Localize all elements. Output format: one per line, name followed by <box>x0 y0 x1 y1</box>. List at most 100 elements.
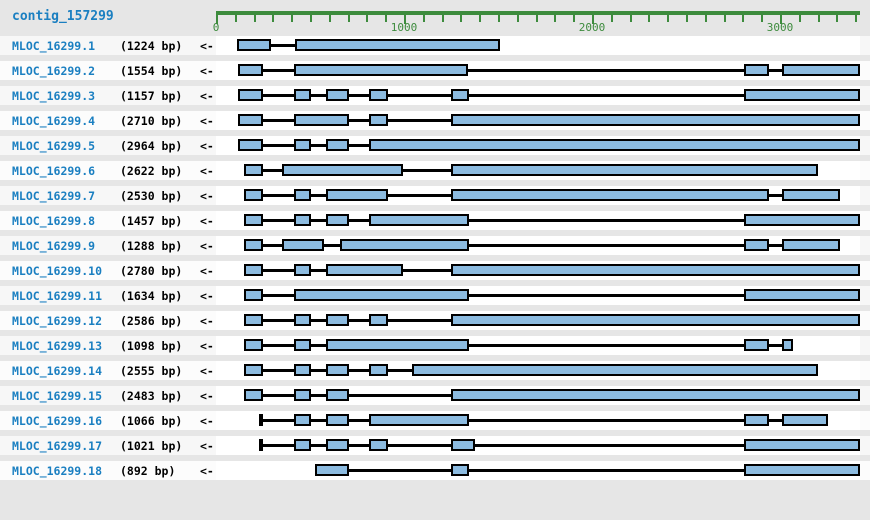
exon-block[interactable] <box>295 39 500 51</box>
exon-block[interactable] <box>244 314 263 326</box>
exon-block[interactable] <box>294 389 311 401</box>
transcript-row[interactable]: MLOC_16299.7(2530 bp)<- <box>0 186 870 211</box>
exon-block[interactable] <box>326 439 349 451</box>
exon-block[interactable] <box>369 214 469 226</box>
exon-block[interactable] <box>294 114 349 126</box>
exon-block[interactable] <box>369 414 469 426</box>
exon-block[interactable] <box>244 189 263 201</box>
exon-block[interactable] <box>244 339 263 351</box>
exon-block[interactable] <box>326 189 388 201</box>
exon-block[interactable] <box>294 364 311 376</box>
exon-block[interactable] <box>340 239 469 251</box>
exon-block[interactable] <box>238 64 263 76</box>
transcript-name-label[interactable]: MLOC_16299.7 <box>12 189 96 203</box>
exon-block[interactable] <box>451 114 860 126</box>
transcript-row[interactable]: MLOC_16299.16(1066 bp)<- <box>0 411 870 436</box>
transcript-name-label[interactable]: MLOC_16299.16 <box>12 414 103 428</box>
transcript-name-label[interactable]: MLOC_16299.11 <box>12 289 103 303</box>
exon-block[interactable] <box>238 139 263 151</box>
exon-block[interactable] <box>744 339 769 351</box>
exon-block[interactable] <box>369 139 860 151</box>
transcript-name-label[interactable]: MLOC_16299.3 <box>12 89 96 103</box>
exon-block[interactable] <box>744 439 860 451</box>
exon-block[interactable] <box>744 89 860 101</box>
exon-block[interactable] <box>326 214 349 226</box>
transcript-row[interactable]: MLOC_16299.15(2483 bp)<- <box>0 386 870 411</box>
exon-block[interactable] <box>315 464 349 476</box>
transcript-name-label[interactable]: MLOC_16299.5 <box>12 139 96 153</box>
exon-block[interactable] <box>244 214 263 226</box>
exon-block[interactable] <box>244 239 263 251</box>
exon-block[interactable] <box>294 89 311 101</box>
exon-block[interactable] <box>369 114 388 126</box>
transcript-name-label[interactable]: MLOC_16299.6 <box>12 164 96 178</box>
exon-block[interactable] <box>782 414 828 426</box>
transcript-row[interactable]: MLOC_16299.14(2555 bp)<- <box>0 361 870 386</box>
exon-block[interactable] <box>326 89 349 101</box>
exon-block[interactable] <box>282 239 324 251</box>
exon-block[interactable] <box>294 214 311 226</box>
exon-block[interactable] <box>282 164 403 176</box>
exon-block[interactable] <box>259 439 263 451</box>
exon-block[interactable] <box>326 389 349 401</box>
transcript-row[interactable]: MLOC_16299.5(2964 bp)<- <box>0 136 870 161</box>
exon-block[interactable] <box>326 339 469 351</box>
exon-block[interactable] <box>744 64 769 76</box>
transcript-name-label[interactable]: MLOC_16299.18 <box>12 464 103 478</box>
exon-block[interactable] <box>451 464 469 476</box>
transcript-name-label[interactable]: MLOC_16299.17 <box>12 439 103 453</box>
exon-block[interactable] <box>451 189 769 201</box>
exon-block[interactable] <box>294 339 311 351</box>
transcript-name-label[interactable]: MLOC_16299.2 <box>12 64 96 78</box>
transcript-row[interactable]: MLOC_16299.4(2710 bp)<- <box>0 111 870 136</box>
exon-block[interactable] <box>412 364 818 376</box>
exon-block[interactable] <box>294 64 468 76</box>
exon-block[interactable] <box>451 89 469 101</box>
exon-block[interactable] <box>451 264 860 276</box>
exon-block[interactable] <box>744 414 769 426</box>
exon-block[interactable] <box>238 89 263 101</box>
transcript-name-label[interactable]: MLOC_16299.10 <box>12 264 103 278</box>
transcript-row[interactable]: MLOC_16299.8(1457 bp)<- <box>0 211 870 236</box>
exon-block[interactable] <box>744 239 769 251</box>
exon-block[interactable] <box>244 264 263 276</box>
exon-block[interactable] <box>294 289 469 301</box>
exon-block[interactable] <box>294 414 311 426</box>
exon-block[interactable] <box>259 414 263 426</box>
exon-block[interactable] <box>326 264 403 276</box>
exon-block[interactable] <box>326 364 349 376</box>
exon-block[interactable] <box>294 139 311 151</box>
transcript-row[interactable]: MLOC_16299.10(2780 bp)<- <box>0 261 870 286</box>
exon-block[interactable] <box>744 289 860 301</box>
exon-block[interactable] <box>369 89 388 101</box>
exon-block[interactable] <box>294 439 311 451</box>
exon-block[interactable] <box>244 389 263 401</box>
transcript-name-label[interactable]: MLOC_16299.14 <box>12 364 103 378</box>
exon-block[interactable] <box>782 64 860 76</box>
exon-block[interactable] <box>294 264 311 276</box>
exon-block[interactable] <box>326 139 349 151</box>
transcript-name-label[interactable]: MLOC_16299.9 <box>12 239 96 253</box>
exon-block[interactable] <box>744 464 860 476</box>
exon-block[interactable] <box>369 439 388 451</box>
transcript-row[interactable]: MLOC_16299.3(1157 bp)<- <box>0 86 870 111</box>
transcript-row[interactable]: MLOC_16299.2(1554 bp)<- <box>0 61 870 86</box>
exon-block[interactable] <box>451 389 860 401</box>
exon-block[interactable] <box>237 39 271 51</box>
exon-block[interactable] <box>451 164 818 176</box>
transcript-name-label[interactable]: MLOC_16299.1 <box>12 39 96 53</box>
exon-block[interactable] <box>326 414 349 426</box>
transcript-row[interactable]: MLOC_16299.9(1288 bp)<- <box>0 236 870 261</box>
exon-block[interactable] <box>451 314 860 326</box>
exon-block[interactable] <box>244 164 263 176</box>
exon-block[interactable] <box>244 289 263 301</box>
transcript-row[interactable]: MLOC_16299.1(1224 bp)<- <box>0 36 870 61</box>
exon-block[interactable] <box>238 114 263 126</box>
exon-block[interactable] <box>744 214 860 226</box>
exon-block[interactable] <box>326 314 349 326</box>
transcript-name-label[interactable]: MLOC_16299.13 <box>12 339 103 353</box>
exon-block[interactable] <box>782 339 793 351</box>
transcript-name-label[interactable]: MLOC_16299.12 <box>12 314 103 328</box>
exon-block[interactable] <box>294 189 311 201</box>
transcript-row[interactable]: MLOC_16299.12(2586 bp)<- <box>0 311 870 336</box>
